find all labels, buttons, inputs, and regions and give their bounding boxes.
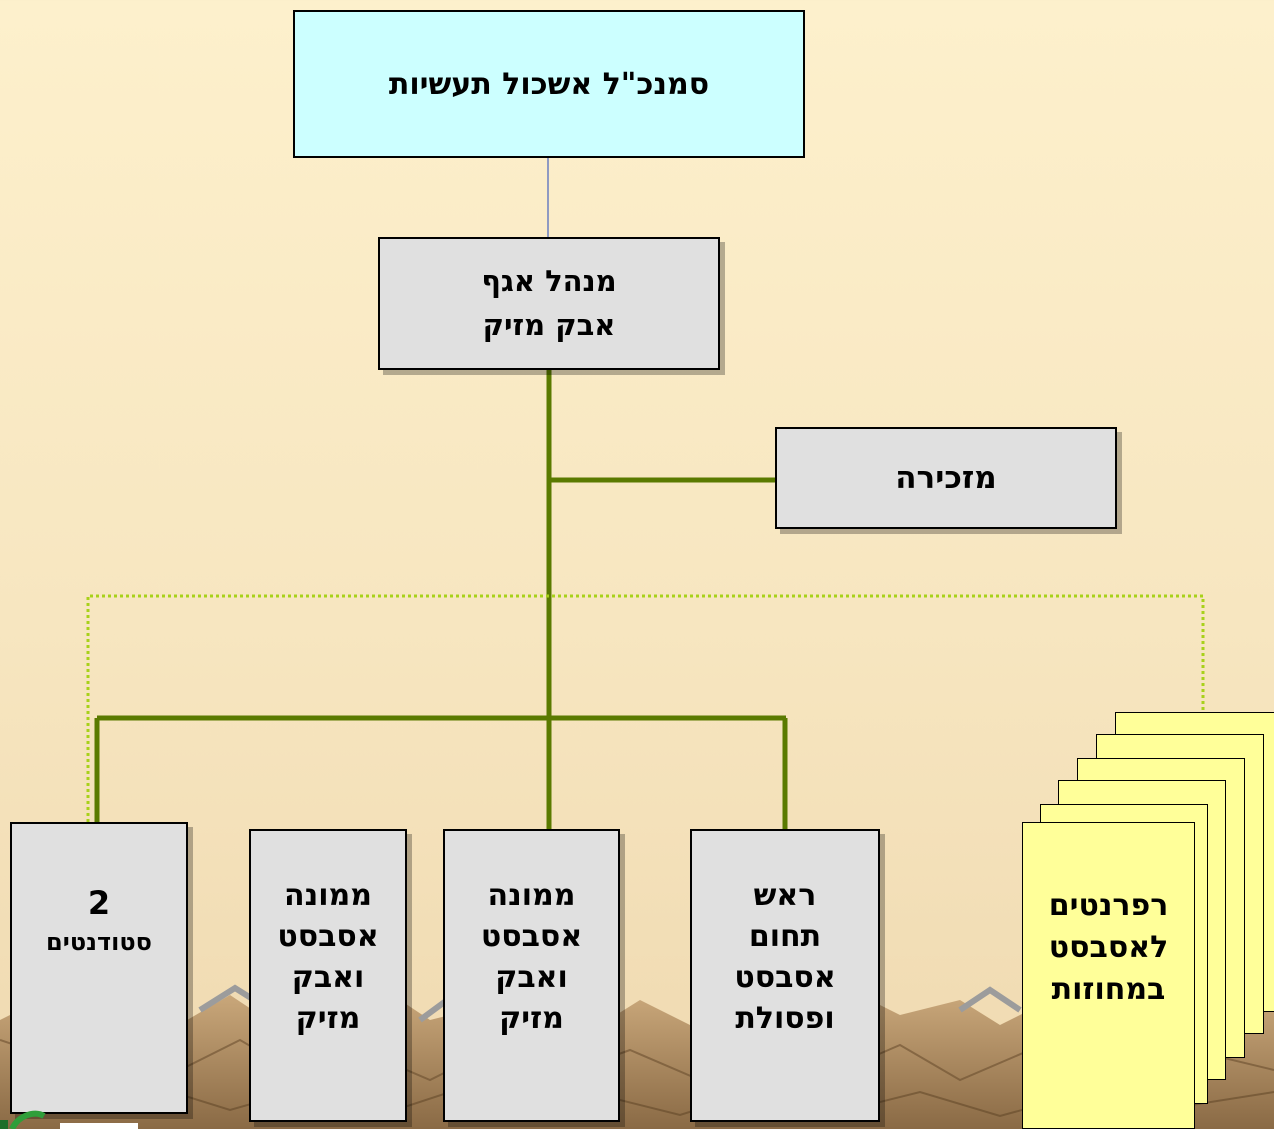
asbestos-officer-label-1: ממונה אסבסט ואבק מזיק <box>277 878 379 1037</box>
district-referents-box: רפרנטים לאסבסט במחוזות <box>1022 822 1195 1129</box>
students-count: 2 <box>87 884 111 922</box>
secretary-box: מזכירה <box>775 427 1117 529</box>
asbestos-officer-box-1: ממונה אסבסט ואבק מזיק <box>249 829 407 1122</box>
division-head-box: מנהל אגף אבק מזיק <box>378 237 720 370</box>
asbestos-officer-box-2: ממונה אסבסט ואבק מזיק <box>443 829 620 1122</box>
logo-fragment-icon <box>0 1110 138 1129</box>
referents-dotted-connector <box>86 594 1205 822</box>
students-label: סטודנטים <box>46 928 152 956</box>
deputy-director-label: סמנכ"ל אשכול תעשיות <box>388 66 710 102</box>
secretary-label: מזכירה <box>895 460 997 496</box>
students-box: 2 סטודנטים <box>10 822 188 1114</box>
district-referents-label: רפרנטים לאסבסט במחוזות <box>1048 888 1169 1007</box>
asbestos-officer-label-2: ממונה אסבסט ואבק מזיק <box>480 878 583 1037</box>
field-head-label: ראש תחום אסבסט ופסולת <box>734 878 836 1037</box>
field-head-box: ראש תחום אסבסט ופסולת <box>690 829 880 1122</box>
division-head-label: מנהל אגף אבק מזיק <box>481 264 617 342</box>
deputy-director-box: סמנכ"ל אשכול תעשיות <box>293 10 805 158</box>
